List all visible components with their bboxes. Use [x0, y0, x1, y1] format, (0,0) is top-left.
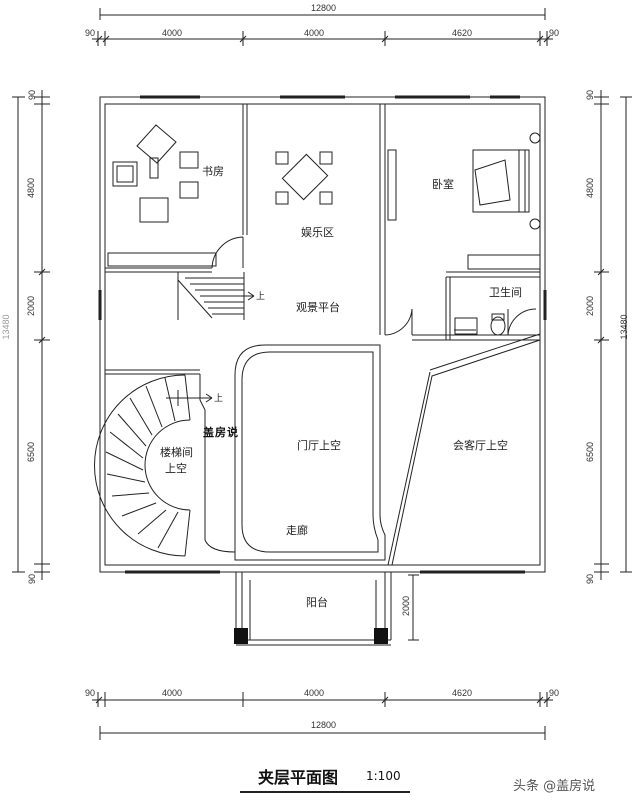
room-label-bedroom: 卧室	[432, 178, 454, 191]
room-label-entertainment: 娱乐区	[301, 226, 334, 239]
balcony-column-left	[234, 628, 248, 644]
room-label-stair-void-2: 上空	[165, 462, 187, 475]
dim-right-bottom-wall: 90	[585, 574, 595, 585]
dim-right-seg-2: 2000	[585, 295, 595, 317]
dim-bottom-total: 12800	[311, 720, 337, 730]
dim-top-total: 12800	[311, 3, 337, 13]
bathroom-fixtures	[454, 313, 506, 336]
dim-top-seg-1: 4000	[162, 28, 183, 38]
dim-top-right-wall: 90	[549, 28, 560, 38]
dim-left-seg-2: 2000	[26, 295, 36, 317]
doors	[211, 236, 537, 336]
source-credit: 头条 @盖房说	[513, 779, 596, 794]
dim-right-seg-3: 6500	[585, 441, 595, 463]
dim-top-left-wall: 90	[85, 28, 96, 38]
dim-balcony-depth: 2000	[401, 595, 411, 617]
right-dimension-lines	[408, 90, 632, 641]
entertainment-table	[275, 151, 333, 205]
living-void-outline	[387, 333, 541, 566]
balcony-column-right	[374, 628, 388, 644]
dim-right-seg-1: 4800	[585, 177, 595, 199]
dim-left-seg-1: 4800	[26, 177, 36, 199]
dim-top-seg-3: 4620	[452, 28, 473, 38]
room-label-bathroom: 卫生间	[489, 286, 522, 299]
top-dimension-lines	[92, 8, 553, 46]
dim-left-top-wall: 90	[27, 90, 37, 101]
spiral-stair	[94, 374, 213, 557]
foyer-void-outline	[204, 344, 386, 561]
bottom-dimension-lines	[92, 692, 553, 740]
left-dimension-lines	[12, 90, 50, 580]
platform-stair	[177, 272, 255, 320]
dim-right-total: 13480	[619, 314, 629, 340]
study-furniture	[107, 124, 217, 267]
dim-top-seg-2: 4000	[304, 28, 325, 38]
room-label-study: 书房	[202, 165, 224, 178]
room-label-balcony: 阳台	[306, 596, 328, 609]
watermark-text: 盖房说	[203, 426, 239, 439]
dim-bottom-seg-2: 4000	[304, 688, 325, 698]
room-label-corridor: 走廊	[286, 524, 308, 537]
plan-title: 夹层平面图	[258, 768, 339, 787]
dim-left-total: 13480	[1, 314, 11, 340]
room-label-viewing-platform: 观景平台	[296, 301, 340, 314]
interior-walls	[105, 104, 540, 375]
plan-scale: 1:100	[366, 769, 401, 783]
dim-bottom-seg-3: 4620	[452, 688, 473, 698]
dim-bottom-seg-1: 4000	[162, 688, 183, 698]
room-label-stair-void-1: 楼梯间	[160, 446, 193, 459]
dim-right-top-wall: 90	[585, 90, 595, 101]
room-label-living-void: 会客厅上空	[453, 439, 508, 452]
dim-left-bottom-wall: 90	[27, 574, 37, 585]
room-label-foyer-void: 门厅上空	[297, 439, 341, 452]
stair-up-label-spiral: 上	[214, 394, 224, 404]
stair-up-label-platform: 上	[256, 292, 266, 302]
title-underline	[240, 791, 410, 793]
dim-left-seg-3: 6500	[26, 441, 36, 463]
dim-bottom-right-wall: 90	[549, 688, 560, 698]
dim-bottom-left-wall: 90	[85, 688, 96, 698]
bedroom-furniture	[387, 132, 541, 270]
